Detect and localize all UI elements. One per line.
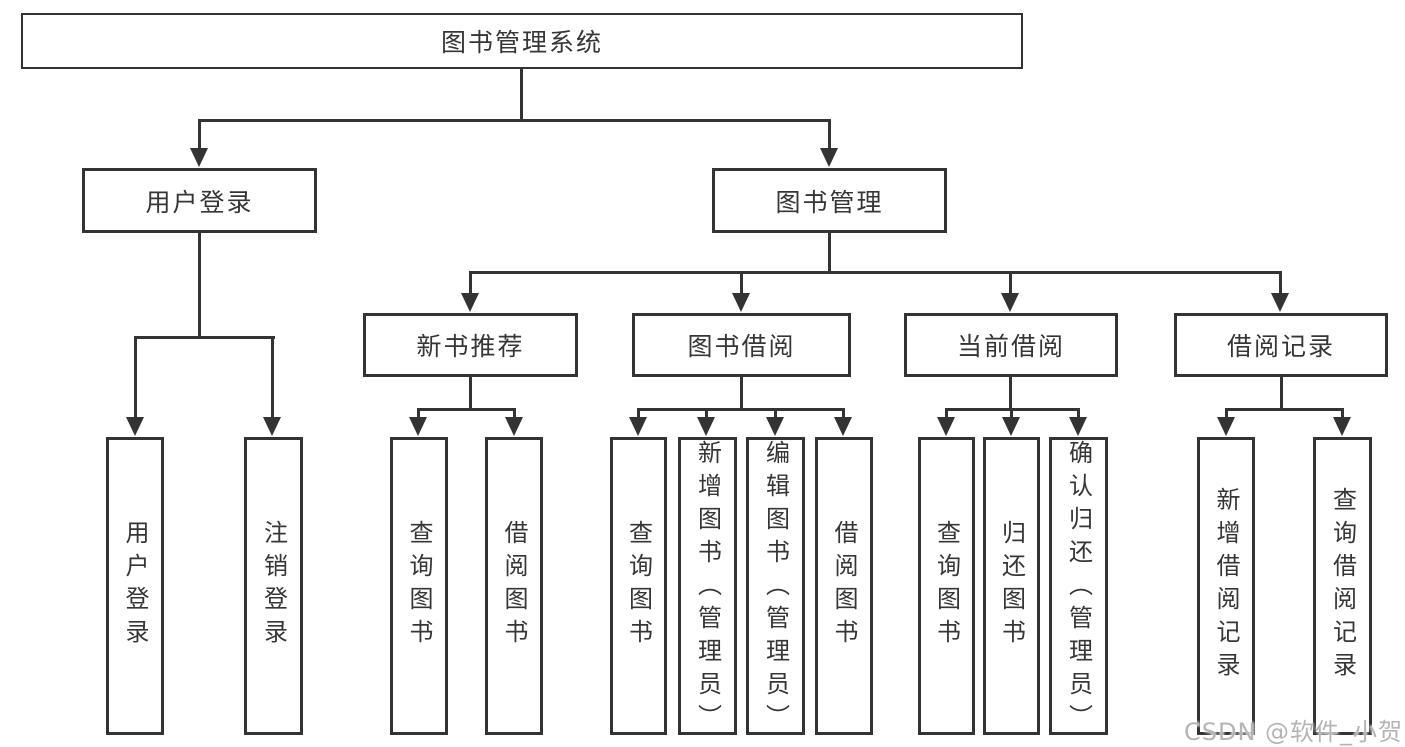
node-label: 借阅记录 <box>1226 332 1335 361</box>
connector-stem <box>945 408 948 420</box>
arrow-down-icon <box>732 293 750 312</box>
leaf-query-books-borrowing: 查询图书 <box>610 437 667 735</box>
connector-stem <box>469 271 472 295</box>
connector-book-mgmt-stem <box>828 233 831 274</box>
connector-level2-rail <box>198 119 831 122</box>
leaf-borrow-books-recommend: 借阅图书 <box>485 437 543 735</box>
arrow-down-icon <box>1333 417 1351 436</box>
leaf-label: 查询图书 <box>932 520 961 652</box>
connector-stem <box>469 377 472 411</box>
connector-rail <box>417 408 516 411</box>
leaf-borrow-books-borrowing: 借阅图书 <box>815 437 873 735</box>
arrow-down-icon <box>461 293 479 312</box>
arrow-down-icon <box>820 148 838 167</box>
leaf-label: 查询图书 <box>405 520 433 652</box>
leaf-query-borrow-record: 查询借阅记录 <box>1313 437 1372 735</box>
connector-rail <box>1225 408 1343 411</box>
leaf-label: 确认归还（管理员） <box>1064 440 1093 737</box>
connector-stem <box>828 119 831 150</box>
connector-stem <box>740 271 743 295</box>
connector-stem <box>198 119 201 150</box>
node-user-login: 用户登录 <box>82 168 317 233</box>
arrow-down-icon <box>937 417 955 436</box>
connector-stem <box>1225 408 1228 420</box>
leaf-edit-book-admin: 编辑图书（管理员） <box>746 437 805 737</box>
arrow-down-icon <box>263 417 281 436</box>
arrow-down-icon <box>834 417 852 436</box>
node-book-borrowing: 图书借阅 <box>632 313 851 377</box>
leaf-confirm-return-admin: 确认归还（管理员） <box>1049 437 1108 737</box>
arrow-down-icon <box>1069 417 1087 436</box>
leaf-user-login: 用户登录 <box>106 437 164 735</box>
connector-level3-rail <box>469 271 1282 274</box>
node-label: 图书管理 <box>775 187 884 217</box>
node-label: 当前借阅 <box>956 332 1065 361</box>
connector-stem <box>774 408 777 420</box>
node-label: 图书管理系统 <box>440 28 603 57</box>
connector-stem <box>1009 377 1012 411</box>
connector-stem <box>417 408 420 420</box>
leaf-label: 新增借阅记录 <box>1212 487 1240 685</box>
connector-stem <box>1077 408 1080 420</box>
connector-stem <box>1009 271 1012 295</box>
arrow-down-icon <box>505 417 523 436</box>
leaf-label: 借阅图书 <box>830 520 858 652</box>
leaf-label: 注销登录 <box>259 520 288 652</box>
connector-stem <box>705 408 708 420</box>
arrow-down-icon <box>190 148 208 167</box>
arrow-down-icon <box>629 417 647 436</box>
connector-stem <box>740 377 743 411</box>
connector-stem <box>134 336 137 418</box>
leaf-return-book: 归还图书 <box>983 437 1040 735</box>
connector-rail <box>637 408 845 411</box>
arrow-down-icon <box>409 417 427 436</box>
leaf-query-books-recommend: 查询图书 <box>390 437 448 735</box>
connector-stem <box>842 408 845 420</box>
arrow-down-icon <box>766 417 784 436</box>
node-new-book-recommendation: 新书推荐 <box>363 313 578 377</box>
node-library-management-system: 图书管理系统 <box>21 13 1023 69</box>
leaf-add-borrow-record: 新增借阅记录 <box>1197 437 1255 735</box>
connector-stem <box>1341 408 1344 420</box>
leaf-add-book-admin: 新增图书（管理员） <box>678 437 737 737</box>
arrow-down-icon <box>1217 417 1235 436</box>
node-label: 新书推荐 <box>416 332 525 361</box>
leaf-label: 用户登录 <box>121 520 149 652</box>
connector-root-stem <box>520 69 523 122</box>
connector-stem <box>1279 271 1282 295</box>
arrow-down-icon <box>126 417 144 436</box>
node-label: 图书借阅 <box>687 332 796 361</box>
node-label: 用户登录 <box>145 187 254 217</box>
leaf-label: 借阅图书 <box>500 520 528 652</box>
connector-user-login-stem <box>198 233 201 339</box>
connector-stem <box>637 408 640 420</box>
arrow-down-icon <box>697 417 715 436</box>
leaf-query-books-current: 查询图书 <box>918 437 975 735</box>
node-current-borrowing: 当前借阅 <box>904 313 1118 377</box>
csdn-watermark: CSDN @软件_小贺同学 <box>1184 718 1405 746</box>
leaf-label: 查询借阅记录 <box>1328 487 1357 685</box>
leaf-label: 编辑图书（管理员） <box>761 440 790 737</box>
connector-user-login-rail <box>134 336 275 339</box>
connector-stem <box>1010 408 1013 420</box>
connector-stem <box>271 336 274 418</box>
leaf-label: 新增图书（管理员） <box>693 440 722 737</box>
leaf-logout: 注销登录 <box>244 437 303 735</box>
arrow-down-icon <box>1002 417 1020 436</box>
connector-stem <box>513 408 516 420</box>
leaf-label: 查询图书 <box>624 520 653 652</box>
arrow-down-icon <box>1271 293 1289 312</box>
connector-stem <box>1280 377 1283 411</box>
leaf-label: 归还图书 <box>997 520 1026 652</box>
node-book-management: 图书管理 <box>712 168 947 233</box>
node-borrowing-records: 借阅记录 <box>1174 313 1388 377</box>
arrow-down-icon <box>1001 293 1019 312</box>
